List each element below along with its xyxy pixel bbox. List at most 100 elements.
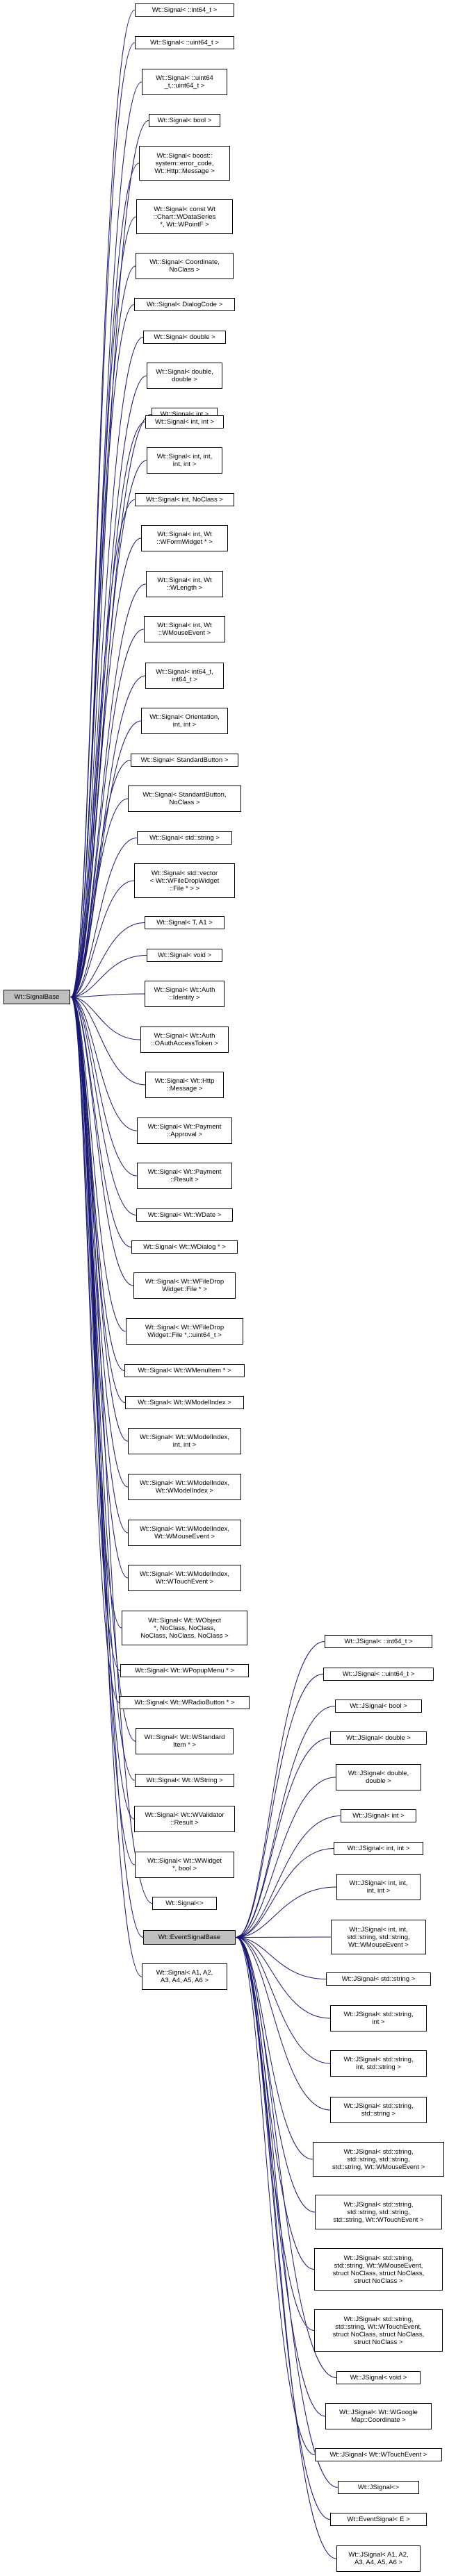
class-node-s-menuitem[interactable]: Wt::Signal< Wt::WMenuItem * > (124, 1364, 245, 1377)
edge-s-ta1-to-signalbase (71, 922, 145, 997)
edge-js-int2-to-eventsignalbase (236, 1848, 334, 1938)
class-node-js-a1a6[interactable]: Wt::JSignal< A1, A2, A3, A4, A5, A6 > (336, 2545, 421, 2572)
class-node-s-intform[interactable]: Wt::Signal< int, Wt ::WFormWidget * > (141, 525, 228, 551)
class-node-js-str4mouse[interactable]: Wt::JSignal< std::string, std::string, s… (313, 2142, 444, 2177)
class-node-s-widget[interactable]: Wt::Signal< Wt::WWidget *, bool > (135, 1852, 234, 1878)
class-node-js-gmap[interactable]: Wt::JSignal< Wt::WGoogle Map::Coordinate… (325, 2403, 432, 2429)
class-node-s-filedrop2[interactable]: Wt::Signal< Wt::WFileDrop Widget::File *… (126, 1318, 243, 1345)
edge-s-payres-to-signalbase (71, 997, 138, 1177)
class-node-js-str2touch[interactable]: Wt::JSignal< std::string, std::string, W… (314, 2309, 443, 2352)
edge-es-e-to-eventsignalbase (236, 1938, 331, 2520)
class-node-s-mi-mouse[interactable]: Wt::Signal< Wt::WModelIndex, Wt::WMouseE… (128, 1520, 241, 1546)
class-node-s-uint64-2[interactable]: Wt::Signal< ::uint64 _t,::uint64_t > (142, 69, 227, 95)
class-node-js-int2[interactable]: Wt::JSignal< int, int > (334, 1842, 423, 1855)
edge-s-stdstring-to-signalbase (71, 838, 138, 997)
edge-s-dialogcode-to-signalbase (71, 304, 135, 997)
class-node-s-stditem[interactable]: Wt::Signal< Wt::WStandard Item * > (136, 1728, 234, 1754)
class-node-s-uint64[interactable]: Wt::Signal< ::uint64_t > (135, 36, 234, 49)
edge-s-uint64-2-to-signalbase (71, 81, 142, 997)
class-node-s-mi-mi[interactable]: Wt::Signal< Wt::WModelIndex, Wt::WModelI… (128, 1474, 241, 1500)
class-node-s-payapp[interactable]: Wt::Signal< Wt::Payment ::Approval > (137, 1117, 232, 1144)
edge-js-uint64-to-eventsignalbase (236, 1674, 324, 1938)
class-node-s-wobject[interactable]: Wt::Signal< Wt::WObject *, NoClass, NoCl… (122, 1611, 247, 1645)
class-node-s-double[interactable]: Wt::Signal< double > (143, 331, 226, 344)
edge-s-stdbtn2-to-signalbase (71, 798, 129, 997)
edge-eventsignalbase-to-signalbase (71, 997, 144, 1938)
class-node-js-uint64[interactable]: Wt::JSignal< ::uint64_t > (323, 1668, 434, 1681)
class-node-s-int2[interactable]: Wt::Signal< int, int > (145, 415, 224, 429)
class-node-s-stdbtn2[interactable]: Wt::Signal< StandardButton, NoClass > (128, 786, 241, 812)
class-node-eventsignalbase[interactable]: Wt::EventSignalBase (143, 1930, 236, 1945)
class-node-js-bool[interactable]: Wt::JSignal< bool > (335, 1700, 422, 1713)
class-node-s-wdate[interactable]: Wt::Signal< Wt::WDate > (136, 1208, 233, 1222)
edge-s-intform-to-signalbase (71, 538, 142, 997)
class-node-js-int3[interactable]: Wt::JSignal< int, int, int, int > (336, 1874, 421, 1900)
class-node-s-popup[interactable]: Wt::Signal< Wt::WPopupMenu * > (120, 1664, 249, 1677)
edge-js-int3-to-eventsignalbase (236, 1886, 337, 1938)
class-node-s-double2[interactable]: Wt::Signal< double, double > (147, 363, 222, 389)
class-node-s-intmouse[interactable]: Wt::Signal< int, Wt ::WMouseEvent > (144, 616, 225, 642)
edge-js-strintstr-to-eventsignalbase (236, 1938, 331, 2064)
class-node-js-double[interactable]: Wt::JSignal< double > (330, 1731, 427, 1745)
class-node-s-http[interactable]: Wt::Signal< Wt::Http ::Message > (145, 1072, 224, 1098)
class-node-s-validator[interactable]: Wt::Signal< Wt::WValidator ::Result > (134, 1806, 235, 1832)
class-node-es-e[interactable]: Wt::EventSignal< E > (330, 2513, 427, 2526)
class-node-js-empty[interactable]: Wt::JSignal<> (338, 2481, 419, 2494)
edge-s-orient-to-signalbase (71, 720, 142, 997)
class-node-s-vector[interactable]: Wt::Signal< std::vector < Wt::WFileDropW… (134, 863, 235, 898)
class-node-s-filedrop[interactable]: Wt::Signal< Wt::WFileDrop Widget::File *… (133, 1272, 236, 1299)
class-node-s-boost[interactable]: Wt::Signal< boost:: system::error_code, … (139, 146, 230, 181)
class-node-s-intlength[interactable]: Wt::Signal< int, Wt ::WLength > (146, 571, 223, 597)
class-node-s-oauth[interactable]: Wt::Signal< Wt::Auth ::OAuthAccessToken … (140, 1027, 229, 1053)
class-node-s-bool[interactable]: Wt::Signal< bool > (149, 114, 220, 127)
class-node-js-strint[interactable]: Wt::JSignal< std::string, int > (330, 2005, 427, 2031)
class-node-js-int[interactable]: Wt::JSignal< int > (341, 1809, 416, 1822)
edge-js-int64-to-eventsignalbase (236, 1641, 325, 1938)
class-node-js-stdstring[interactable]: Wt::JSignal< std::string > (326, 1972, 431, 1986)
class-node-s-int3[interactable]: Wt::Signal< int, int, int, int > (147, 447, 222, 474)
class-node-s-mi-touch[interactable]: Wt::Signal< Wt::WModelIndex, Wt::WTouchE… (128, 1565, 241, 1591)
class-node-js-str2mouse[interactable]: Wt::JSignal< std::string, std::string, W… (314, 2248, 443, 2291)
edge-s-empty-to-signalbase (71, 997, 153, 1904)
edge-s-mi-touch-to-signalbase (71, 997, 129, 1579)
edge-s-widget-to-signalbase (71, 997, 136, 1865)
edge-s-void-to-signalbase (71, 955, 147, 997)
class-node-s-stdstring[interactable]: Wt::Signal< std::string > (137, 831, 232, 845)
class-node-js-touch[interactable]: Wt::JSignal< Wt::WTouchEvent > (315, 2448, 442, 2461)
class-node-js-int64[interactable]: Wt::JSignal< ::int64_t > (325, 1635, 432, 1648)
class-node-s-modelindex[interactable]: Wt::Signal< Wt::WModelIndex > (125, 1396, 244, 1409)
class-node-s-int64-2[interactable]: Wt::Signal< int64_t, int64_t > (145, 663, 224, 689)
class-node-s-empty[interactable]: Wt::Signal<> (152, 1897, 217, 1910)
class-node-s-authid[interactable]: Wt::Signal< Wt::Auth ::Identity > (145, 981, 225, 1007)
edge-s-authid-to-signalbase (71, 993, 145, 997)
class-node-js-intstrmouse[interactable]: Wt::JSignal< int, int, std::string, std:… (331, 1920, 426, 1954)
class-node-s-void[interactable]: Wt::Signal< void > (147, 949, 222, 962)
edge-s-bool-to-signalbase (71, 120, 149, 997)
class-node-s-stdbtn[interactable]: Wt::Signal< StandardButton > (131, 754, 238, 767)
class-node-js-void[interactable]: Wt::JSignal< void > (336, 2371, 421, 2384)
class-node-signalbase[interactable]: Wt::SignalBase (3, 990, 70, 1004)
edge-s-int2-to-signalbase (71, 422, 146, 997)
class-node-s-wstring[interactable]: Wt::Signal< Wt::WString > (135, 1774, 234, 1787)
edge-js-stdstring-to-eventsignalbase (236, 1938, 327, 1979)
class-node-s-ta1[interactable]: Wt::Signal< T, A1 > (145, 916, 225, 929)
class-node-js-strintstr[interactable]: Wt::JSignal< std::string, int, std::stri… (330, 2050, 427, 2077)
class-node-s-a1a6[interactable]: Wt::Signal< A1, A2, A3, A4, A5, A6 > (142, 1963, 227, 1990)
edge-s-radio-to-signalbase (71, 997, 120, 1703)
class-node-s-const[interactable]: Wt::Signal< const Wt ::Chart::WDataSerie… (136, 199, 233, 234)
class-node-s-int64[interactable]: Wt::Signal< ::int64_t > (135, 3, 234, 17)
class-node-s-radio[interactable]: Wt::Signal< Wt::WRadioButton * > (120, 1696, 250, 1709)
class-node-s-coord[interactable]: Wt::Signal< Coordinate, NoClass > (136, 253, 234, 279)
class-node-js-str2[interactable]: Wt::JSignal< std::string, std::string > (330, 2097, 427, 2123)
class-node-js-double2[interactable]: Wt::JSignal< double, double > (336, 1764, 421, 1790)
class-node-s-mi-int[interactable]: Wt::Signal< Wt::WModelIndex, int, int > (128, 1428, 241, 1454)
class-node-s-intnoclass[interactable]: Wt::Signal< int, NoClass > (135, 493, 234, 506)
class-node-js-str4touch[interactable]: Wt::JSignal< std::string, std::string, s… (315, 2195, 442, 2229)
class-node-s-wdialog[interactable]: Wt::Signal< Wt::WDialog * > (131, 1240, 238, 1254)
class-node-s-payres[interactable]: Wt::Signal< Wt::Payment ::Result > (137, 1163, 232, 1189)
class-node-s-dialogcode[interactable]: Wt::Signal< DialogCode > (134, 298, 235, 311)
class-node-s-orient[interactable]: Wt::Signal< Orientation, int, int > (141, 708, 228, 734)
edge-js-str2touch-to-eventsignalbase (236, 1938, 315, 2331)
